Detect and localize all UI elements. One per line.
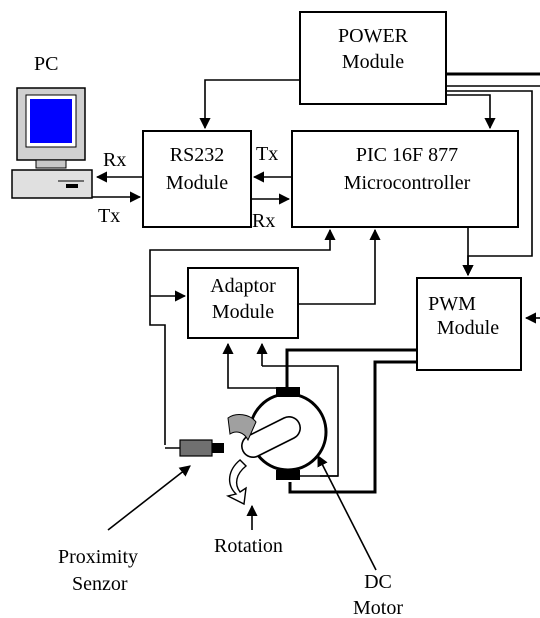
- pc-label: PC: [34, 53, 58, 75]
- tx-pic-label: Tx: [256, 143, 278, 165]
- adaptor-module-line2: Module: [212, 301, 274, 323]
- rotation-arrow-icon: [225, 459, 248, 506]
- proximity-label-line1: Proximity: [58, 546, 138, 568]
- pic-line1: PIC 16F 877: [356, 144, 458, 166]
- adaptor-module-line1: Adaptor: [210, 275, 276, 297]
- proximity-label-line2: Senzor: [72, 573, 128, 595]
- rotating-vane: [227, 414, 257, 442]
- dc-motor-icon: [241, 387, 328, 480]
- proximity-sensor-icon: [165, 439, 224, 457]
- power-module-line2: Module: [342, 51, 404, 73]
- adaptor-module: Adaptor Module: [187, 267, 299, 339]
- power-module: POWER Module: [299, 11, 447, 105]
- motor-pointer: [317, 455, 377, 571]
- power-module-line1: POWER: [338, 25, 409, 47]
- pic-microcontroller: PIC 16F 877 Microcontroller: [291, 130, 519, 228]
- rs232-module: RS232 Module: [142, 130, 252, 228]
- computer-icon: [11, 87, 93, 199]
- rx-pc-label: Rx: [103, 149, 126, 171]
- motor-label-line1: DC: [364, 571, 392, 593]
- motor-label-line2: Motor: [353, 597, 403, 618]
- rs232-module-line1: RS232: [170, 144, 224, 166]
- pwm-module: PWM Module: [416, 277, 522, 371]
- rx-pic-label: Rx: [252, 210, 275, 232]
- rotation-label: Rotation: [214, 535, 283, 557]
- proximity-pointer: [107, 465, 191, 531]
- pwm-module-line1: PWM: [428, 293, 476, 315]
- tx-pc-label: Tx: [98, 205, 120, 227]
- monitor-screen: [30, 99, 72, 143]
- adaptor-connections: [149, 228, 381, 477]
- pic-line2: Microcontroller: [344, 172, 471, 194]
- pwm-module-line2: Module: [437, 317, 499, 339]
- power-connections: [199, 72, 540, 324]
- pc-rs232-connections: Rx Tx: [92, 149, 143, 227]
- rs232-pic-connections: Tx Rx: [251, 143, 292, 232]
- rs232-module-line2: Module: [166, 172, 228, 194]
